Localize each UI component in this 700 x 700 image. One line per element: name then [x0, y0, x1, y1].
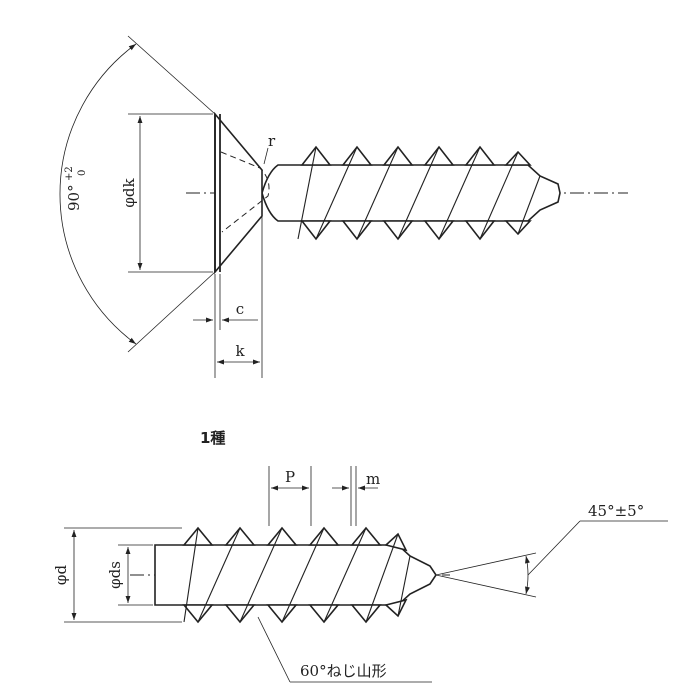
major-diameter-label: φd	[52, 565, 70, 586]
tip-angle-line-upper	[435, 552, 537, 576]
type-label: 1種	[200, 429, 225, 447]
head-diameter-label: φdk	[120, 177, 138, 207]
angle-arc	[59, 43, 137, 345]
radius-leader	[263, 147, 269, 165]
pitch-label: P	[285, 468, 295, 486]
m-label: m	[366, 470, 380, 488]
angle-extension-top	[127, 35, 216, 115]
head-angle-tol-minus: 0	[77, 170, 88, 176]
tip-angle-line-lower	[435, 574, 537, 598]
thread-detail-helix	[183, 527, 411, 623]
thread-helix-lines	[297, 146, 541, 240]
radius-label: r	[268, 132, 276, 150]
tip-angle-arc	[525, 555, 530, 595]
thread-detail-view: P m φd φds 45°±5° 60°ねじ山形	[52, 466, 668, 683]
tip-angle-leader	[527, 520, 581, 576]
thread-shank-outline	[154, 544, 437, 606]
c-label: c	[236, 300, 244, 318]
shank-diameter-label: φds	[106, 561, 124, 589]
k-label: k	[235, 342, 245, 360]
thread-form-label: 60°ねじ山形	[300, 662, 387, 680]
screw-shank-outline	[261, 164, 561, 222]
recess-hidden-line	[220, 151, 270, 233]
head-angle-label: 90°	[65, 184, 83, 211]
angle-extension-bottom	[127, 271, 216, 353]
tip-angle-label: 45°±5°	[588, 502, 644, 520]
thread-detail-crests	[182, 526, 408, 624]
head-angle-group: 90° +2 0	[64, 166, 88, 211]
screw-head-outline	[214, 111, 263, 275]
screw-side-view: φdk 90° +2 0 r c k	[59, 35, 628, 378]
head-angle-tol-plus: +2	[64, 166, 75, 181]
thread-crests	[300, 145, 532, 241]
thread-form-leader	[257, 616, 291, 683]
